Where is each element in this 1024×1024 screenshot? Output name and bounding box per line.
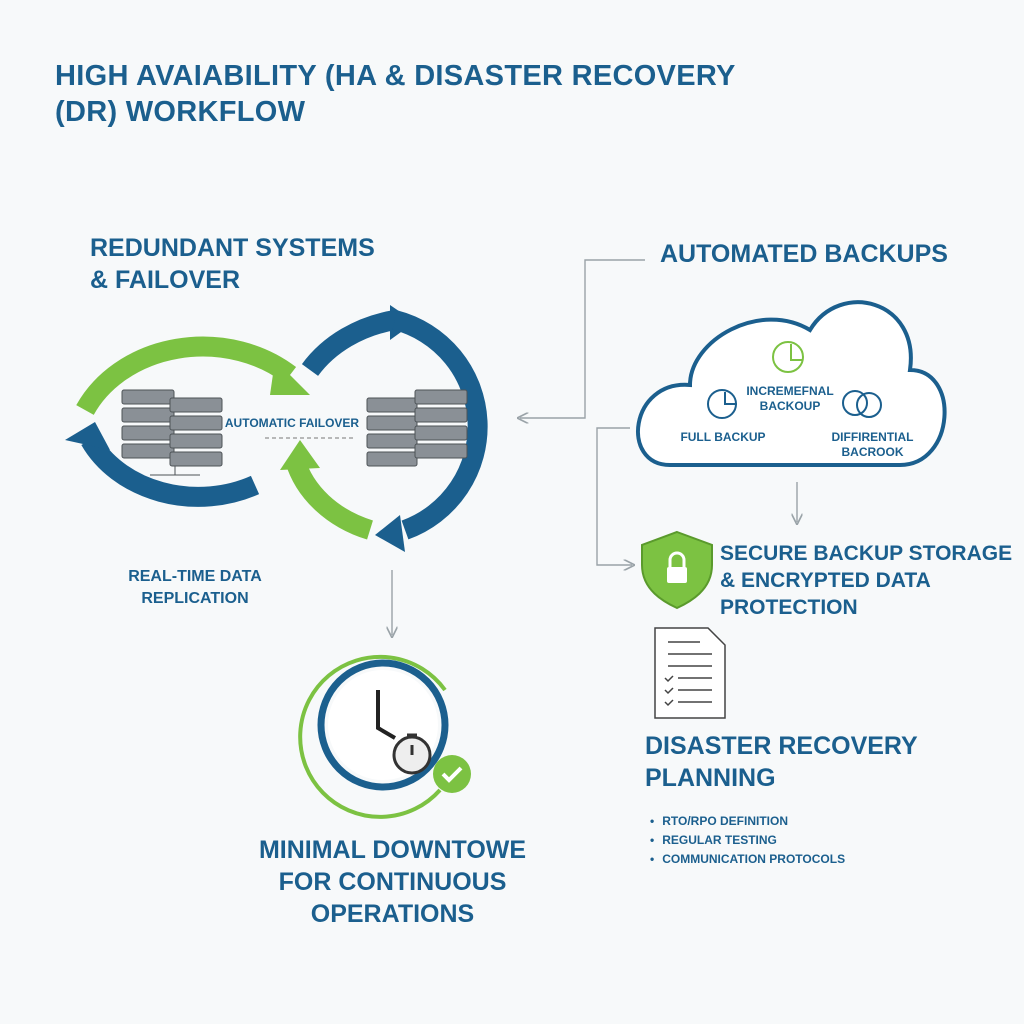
checkmark-icon <box>433 755 471 793</box>
pie-chart-icon <box>772 341 804 373</box>
backups-heading: AUTOMATED BACKUPS <box>660 240 948 268</box>
secure-storage-heading: SECURE BACKUP STORAGE & ENCRYPTED DATA P… <box>720 542 1013 619</box>
differential-backup-label: DIFFIRENTIAL BACROOK <box>831 430 914 459</box>
redundant-heading: REDUNDANT SYSTEMS & FAILOVER <box>90 234 375 294</box>
cloud-icon <box>635 300 947 467</box>
replication-label: REAL-TIME DATA REPLICATION <box>128 568 262 607</box>
pie-chart-icon <box>707 389 737 419</box>
downtime-heading: MINIMAL DOWNTOWE FOR CONTINUOUS OPERATIO… <box>258 836 527 928</box>
connector-lines <box>392 259 797 635</box>
drp-bullet: COMMUNICATION PROTOCOLS <box>650 850 845 869</box>
failover-label: AUTOMATIC FAILOVER <box>224 416 360 430</box>
drp-bullet-list: RTO/RPO DEFINITION REGULAR TESTING COMMU… <box>650 812 845 869</box>
page-title: HIGH AVAIABILITY (HA & DISASTER RECOVERY… <box>55 60 736 128</box>
document-checklist-icon <box>654 627 726 719</box>
overlap-circles-icon <box>842 390 882 418</box>
full-backup-label: FULL BACKUP <box>680 430 766 444</box>
arrowhead <box>270 360 310 395</box>
drp-bullet: RTO/RPO DEFINITION <box>650 812 845 831</box>
server-rack-left-icon <box>121 389 223 476</box>
drp-heading: DISASTER RECOVERY PLANNING <box>645 732 918 792</box>
incremental-backup-label: INCREMEFNAL BACKOUP <box>746 384 834 413</box>
drp-bullet: REGULAR TESTING <box>650 831 845 850</box>
shield-lock-icon <box>641 530 713 610</box>
cycle-arrows <box>65 305 488 552</box>
clock-icon <box>298 654 471 819</box>
server-rack-right-icon <box>366 389 468 467</box>
